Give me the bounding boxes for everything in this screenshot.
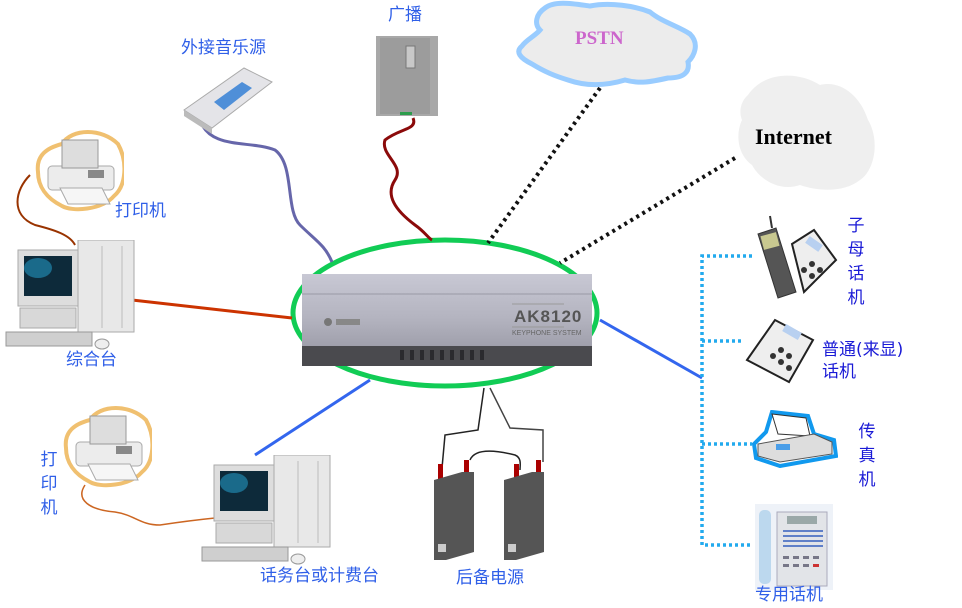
central-unit[interactable]: AK8120 KEYPHONE SYSTEM	[302, 274, 592, 366]
phone-bus-link	[599, 318, 703, 380]
backup-power-device[interactable]	[432, 460, 554, 564]
desktop-computer-icon	[5, 239, 135, 350]
pstn-label: PSTN	[575, 28, 624, 50]
speaker-icon	[376, 36, 438, 116]
operator-console-device[interactable]	[200, 454, 332, 571]
internet-label: Internet	[755, 124, 832, 149]
broadcast-label: 广播	[388, 5, 422, 25]
internet-cloud-shape	[738, 75, 875, 190]
central-unit-model: AK8120	[514, 307, 583, 326]
music-player-icon	[183, 67, 273, 134]
pstn-cloud-shape	[516, 0, 698, 87]
console-cable	[131, 298, 293, 320]
normal-phone-label-line2: 话机	[822, 362, 856, 382]
printer-top-label: 打印机	[115, 201, 166, 221]
fax-device[interactable]	[751, 409, 839, 472]
broadcast-device[interactable]	[376, 36, 438, 122]
pstn-link	[486, 86, 602, 245]
music-source-cable	[198, 119, 334, 263]
music-source-label: 外接音乐源	[181, 38, 266, 58]
printer-bottom-cable	[81, 484, 216, 526]
console-device[interactable]	[4, 239, 136, 356]
backup-power-label: 后备电源	[456, 568, 524, 588]
fax-label: 传真机	[858, 422, 876, 490]
dedicated-phone-label: 专用话机	[755, 585, 823, 605]
operator-console-link	[254, 378, 371, 457]
cordless-phone-device[interactable]	[752, 214, 838, 306]
central-unit-subtitle: KEYPHONE SYSTEM	[512, 330, 582, 337]
cordless-phone-icon	[757, 215, 838, 299]
backup-power-wire-1	[441, 387, 485, 469]
desk-phone-icon	[745, 318, 815, 384]
normal-phone-label-line1: 普通(来显)	[822, 340, 904, 360]
desktop-computer-icon	[201, 454, 331, 565]
central-unit-device-icon	[302, 274, 592, 366]
printer-icon	[63, 406, 155, 488]
phone-bus	[700, 254, 752, 547]
console-label: 综合台	[66, 350, 117, 370]
broadcast-cable	[382, 117, 433, 242]
printer-icon	[35, 130, 127, 212]
backup-power-wire-2	[489, 387, 544, 462]
normal-phone-device[interactable]	[743, 316, 817, 390]
fax-machine-icon	[751, 409, 839, 469]
backup-power-wire-3	[469, 450, 522, 471]
battery-icon	[434, 460, 544, 560]
operator-console-label: 话务台或计费台	[260, 566, 379, 586]
dedicated-phone-device[interactable]	[755, 504, 833, 594]
printer-bottom-label: 打印机	[40, 450, 58, 518]
music-source-device[interactable]	[182, 62, 274, 138]
printer-bottom-device[interactable]	[60, 402, 155, 492]
printer-top-cable	[16, 174, 76, 246]
internet-link	[558, 156, 737, 265]
printer-top-device[interactable]	[32, 126, 127, 218]
pstn-text: PSTN	[575, 28, 624, 49]
cordless-phone-label: 子母话机	[847, 216, 865, 308]
connection-ring	[290, 237, 600, 389]
system-phone-icon	[755, 504, 833, 590]
